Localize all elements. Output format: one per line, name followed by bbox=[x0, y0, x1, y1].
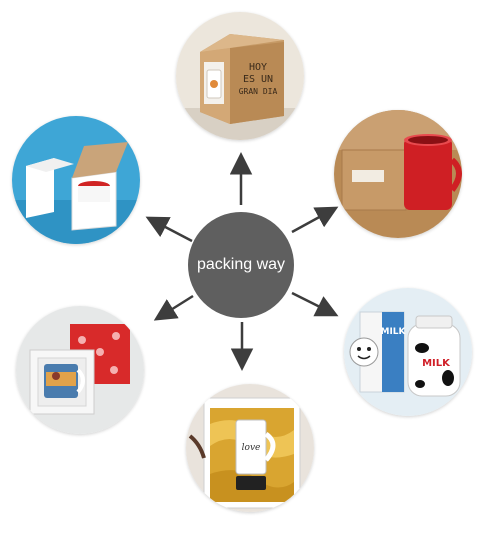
red-mug-image bbox=[334, 110, 462, 238]
photo-white-box bbox=[12, 116, 140, 244]
arrow-to-lower-left bbox=[153, 294, 194, 321]
photo-red-gift-box bbox=[16, 306, 144, 434]
red-gift-box-image bbox=[16, 306, 144, 434]
center-label: packing way bbox=[196, 256, 286, 273]
love-mug-image: love bbox=[186, 384, 314, 512]
kraft-box-image: HOY ES UN GRAN DIA bbox=[176, 12, 304, 140]
box-text-line-3: GRAN DIA bbox=[239, 87, 278, 96]
jar-milk-text: MILK bbox=[422, 358, 451, 369]
box-milk-text: MILK bbox=[380, 327, 406, 337]
box-text-line-1: HOY bbox=[249, 62, 267, 73]
arrow-to-lower-right bbox=[291, 291, 339, 317]
photo-red-mug bbox=[334, 110, 462, 238]
center-hub: packing way bbox=[188, 212, 294, 318]
milk-mugs-image: MILK MILK bbox=[344, 288, 472, 416]
arrow-to-upper-left bbox=[145, 216, 193, 243]
photo-milk-mugs: MILK MILK bbox=[344, 288, 472, 416]
photo-love-mug: love bbox=[186, 384, 314, 512]
photo-kraft-box: HOY ES UN GRAN DIA bbox=[176, 12, 304, 140]
arrow-to-upper-right bbox=[291, 206, 339, 234]
white-box-image bbox=[12, 116, 140, 244]
mug-love-text: love bbox=[242, 443, 261, 453]
box-text-line-2: ES UN bbox=[243, 74, 273, 85]
